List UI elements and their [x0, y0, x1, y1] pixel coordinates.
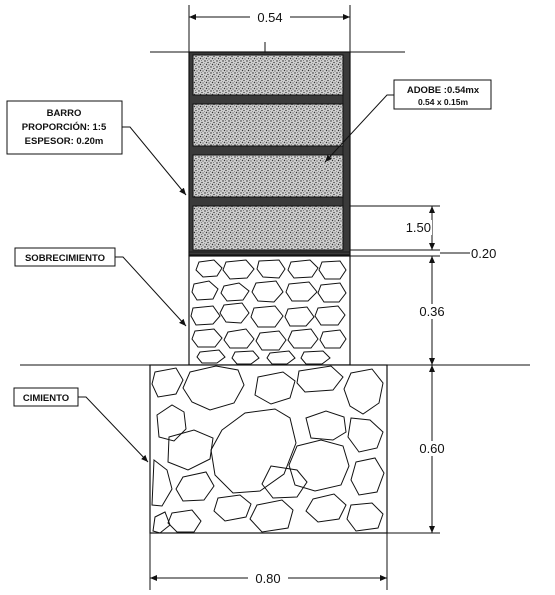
label-sobrecimiento: SOBRECIMIENTO: [14, 247, 187, 327]
barro-thickness: ESPESOR: 0.20m: [25, 136, 104, 147]
label-cimiento: CIMIENTO: [13, 387, 149, 463]
label-adobe: ADOBE :0.54mx 0.54 x 0.15m: [324, 79, 492, 163]
adobe-height-value: 1.50: [406, 220, 431, 235]
adobe-block: [192, 54, 344, 96]
adobe-block: [192, 103, 344, 147]
dimension-wall-width: 0.54: [188, 5, 351, 52]
cimiento-height-value: 0.60: [419, 441, 444, 456]
cimiento-title: CIMIENTO: [23, 393, 69, 404]
barro-proportion: PROPORCIÓN: 1:5: [22, 121, 107, 133]
barro-title: BARRO: [47, 108, 82, 119]
cimiento-width-value: 0.80: [255, 571, 280, 586]
label-barro: BARRO PROPORCIÓN: 1:5 ESPESOR: 0.20m: [6, 100, 187, 196]
sobrecimiento-title: SOBRECIMIENTO: [25, 253, 105, 264]
adobe-size: 0.54 x 0.15m: [418, 97, 469, 107]
adobe-block: [192, 154, 344, 198]
cimiento-block: [149, 364, 388, 534]
dimension-vertical-chain: 1.50 0.20 0.36 0.60: [350, 205, 496, 534]
adobe-wall: [188, 51, 351, 256]
adobe-title: ADOBE :0.54mx: [407, 85, 480, 96]
mortar-joint-value: 0.20: [471, 246, 496, 261]
adobe-block: [192, 205, 344, 251]
sobrecimiento-block: [188, 255, 351, 366]
wall-width-value: 0.54: [257, 10, 282, 25]
sobrecimiento-height-value: 0.36: [419, 304, 444, 319]
dimension-cimiento-width: 0.80: [149, 533, 388, 590]
